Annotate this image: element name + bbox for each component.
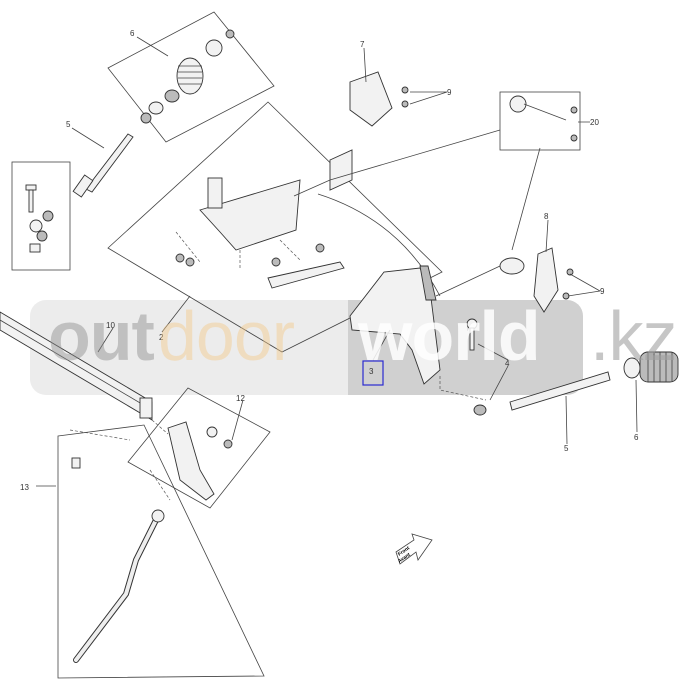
- leaders-dashed: [69, 419, 171, 501]
- bracket-part: [175, 149, 353, 289]
- callout-5b: 5: [564, 444, 569, 453]
- callout-3: 3: [369, 367, 374, 376]
- callout-8: 8: [544, 212, 549, 221]
- guide-part-12: [167, 421, 233, 501]
- group-box-bracket: [107, 101, 443, 353]
- handle-part-13: [71, 457, 165, 663]
- group-box-link: [499, 91, 581, 151]
- watermark-world: world: [358, 297, 541, 375]
- watermark-background: [30, 300, 583, 395]
- group-box-bolt-kit: [11, 161, 71, 271]
- rod-part-left: [72, 133, 134, 198]
- group-box-handle: [57, 424, 265, 679]
- callout-7: 7: [360, 40, 365, 49]
- boot-part-6: [623, 351, 679, 383]
- callout-13: 13: [20, 483, 29, 492]
- arm-part-3: [349, 265, 441, 385]
- callout-12: 12: [236, 394, 245, 403]
- callout-9b: 9: [600, 287, 605, 296]
- leader-lines: [36, 36, 638, 487]
- group-box-guide: [127, 387, 271, 509]
- callout-6b: 6: [634, 433, 639, 442]
- callout-5: 5: [66, 120, 71, 129]
- mount-part-7: [349, 71, 409, 127]
- bolt-part-4: [466, 318, 487, 416]
- callout-10: 10: [106, 321, 115, 330]
- spring-part: [140, 29, 235, 124]
- callout-4: 4: [505, 359, 510, 368]
- leader-dashed: [439, 376, 487, 401]
- link-part-20: [509, 95, 578, 142]
- watermark-kz: .kz: [590, 297, 677, 375]
- cable-end-part: [499, 257, 525, 275]
- callout-9: 9: [447, 88, 452, 97]
- watermark-out: out: [48, 297, 155, 375]
- callout-6: 6: [130, 29, 135, 38]
- callout-2: 2: [159, 333, 164, 342]
- mount-part-8: [533, 247, 574, 313]
- callout-3-highlight: [362, 360, 384, 386]
- rod-part-right: [509, 371, 611, 411]
- watermark-door: door: [158, 297, 295, 375]
- front-direction-arrow: Front Avant: [395, 533, 433, 565]
- bolt-kit-part: [25, 184, 54, 253]
- callout-20: 20: [590, 118, 599, 127]
